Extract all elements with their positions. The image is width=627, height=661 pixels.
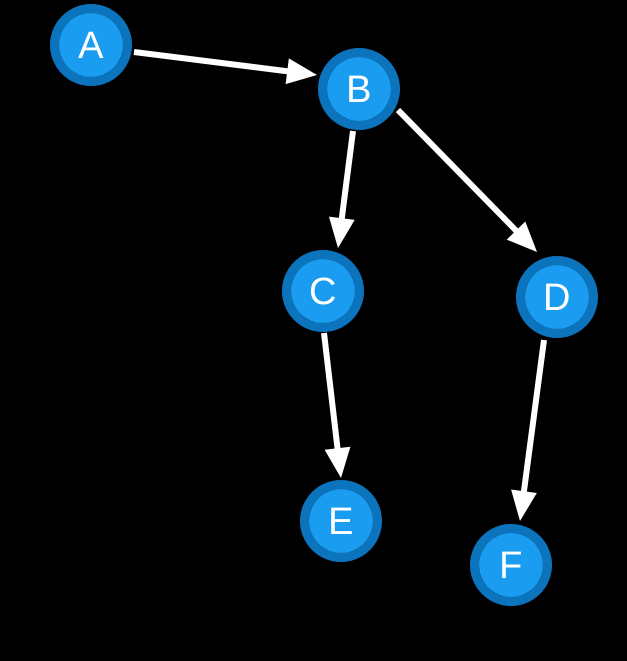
edge-line <box>321 332 341 453</box>
arrowhead-icon <box>506 221 537 252</box>
arrowhead-icon <box>285 58 317 85</box>
edge-b-c <box>328 130 356 248</box>
arrowhead-icon <box>324 446 351 478</box>
node-label: A <box>78 25 104 67</box>
edge-line <box>133 49 292 75</box>
arrowhead-icon <box>511 489 537 521</box>
node-label: B <box>346 69 372 111</box>
nodes-layer: A B C D E F <box>50 4 598 606</box>
node-fill <box>291 259 355 323</box>
node-fill <box>309 489 373 553</box>
graph-node-b[interactable]: B <box>318 48 400 130</box>
node-ring <box>300 480 382 562</box>
edges-layer <box>133 49 547 521</box>
graph-node-f[interactable]: F <box>470 524 552 606</box>
node-fill <box>525 265 589 329</box>
node-ring <box>516 256 598 338</box>
node-label: D <box>543 277 571 319</box>
graph-node-d[interactable]: D <box>516 256 598 338</box>
node-ring <box>50 4 132 86</box>
node-label: C <box>309 271 337 313</box>
graph-node-a[interactable]: A <box>50 4 132 86</box>
arrowhead-icon <box>328 216 355 248</box>
node-ring <box>318 48 400 130</box>
node-fill <box>327 57 391 121</box>
edge-b-d <box>395 107 537 252</box>
graph-node-e[interactable]: E <box>300 480 382 562</box>
edge-line <box>395 107 521 236</box>
node-label: F <box>499 545 523 587</box>
graph-node-c[interactable]: C <box>282 250 364 332</box>
node-label: E <box>328 501 354 543</box>
edge-d-f <box>511 339 547 521</box>
edge-line <box>520 339 547 496</box>
node-fill <box>479 533 543 597</box>
node-ring <box>282 250 364 332</box>
edge-c-e <box>321 332 351 478</box>
edge-line <box>338 130 356 223</box>
edge-a-b <box>133 49 317 85</box>
node-ring <box>470 524 552 606</box>
node-fill <box>59 13 123 77</box>
